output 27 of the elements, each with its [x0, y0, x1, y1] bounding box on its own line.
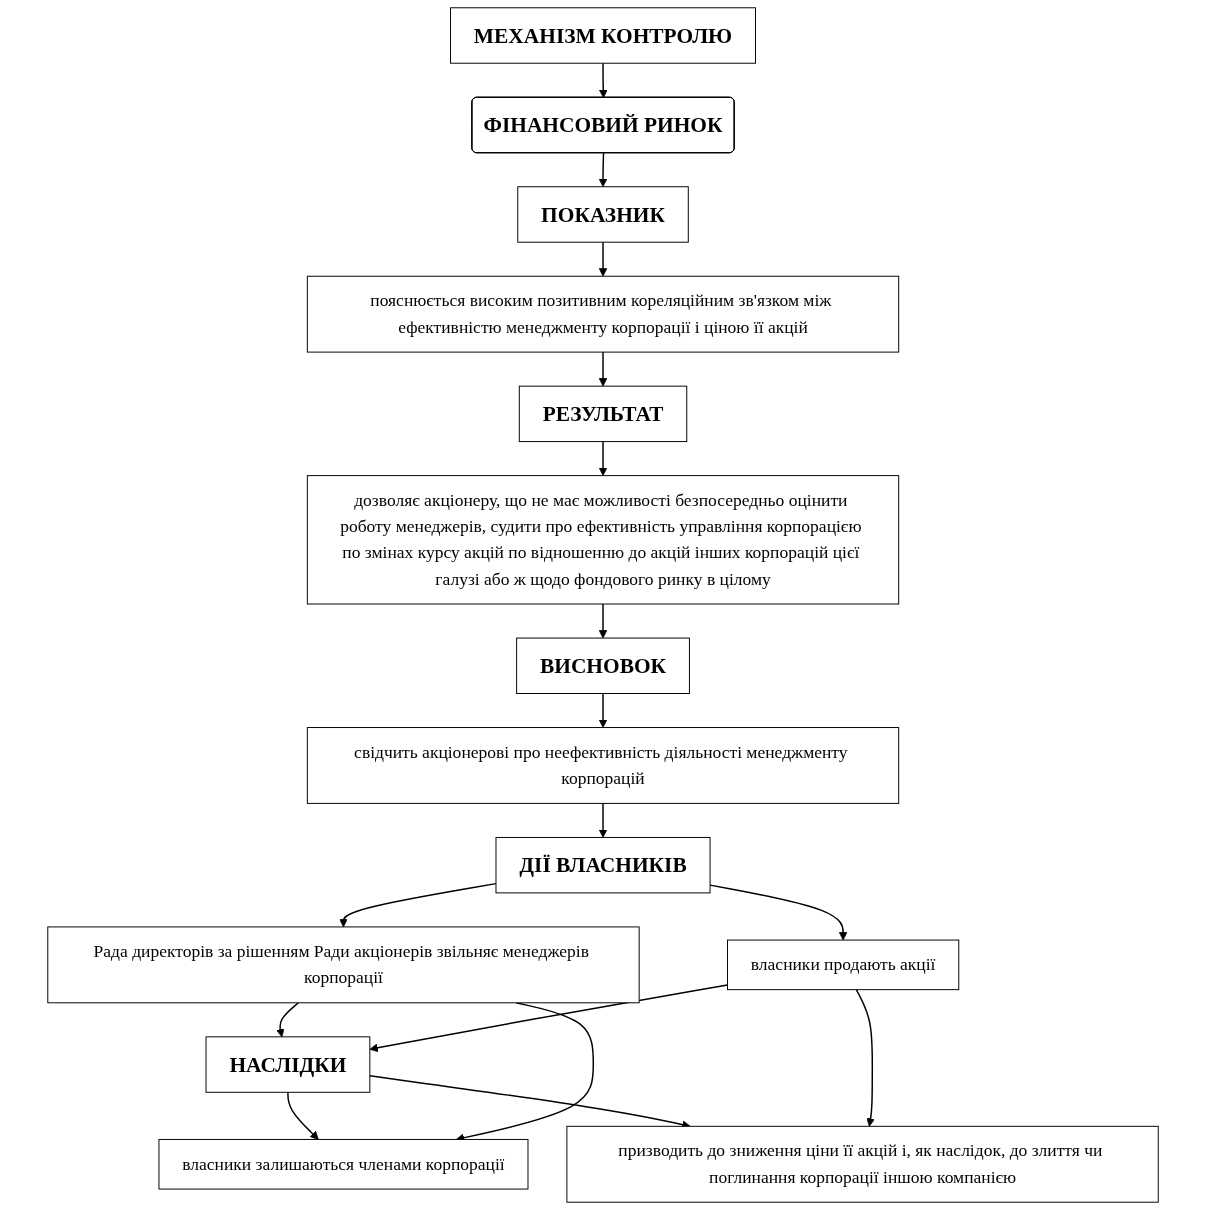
arrow [276, 1002, 300, 1038]
node-box: ДІЇ ВЛАСНИКІВ [495, 836, 711, 894]
arrow [598, 241, 608, 277]
node-box: свідчить акціонерові про неефективність діяльності менеджменту корпорацій [306, 727, 900, 804]
arrow [287, 1091, 319, 1140]
node-box: ПОКАЗНИК [517, 186, 689, 243]
arrow [598, 692, 608, 728]
node-box: власники залишаються членами корпорації [158, 1138, 529, 1190]
node-box: ВИСНОВОК [516, 637, 690, 694]
node-box: РЕЗУЛЬТАТ [518, 385, 688, 443]
arrow [709, 884, 848, 941]
node-box: пояснюється високим позитивним кореляційним зв'язком між ефективністю менеджменту корпорації і ціною її акцій [306, 275, 900, 353]
node-box: НАСЛІДКИ [205, 1036, 371, 1093]
node-box: МЕХАНІЗМ КОНТРОЛЮ [450, 7, 756, 64]
arrow [369, 984, 729, 1053]
arrow [855, 988, 875, 1127]
arrow [598, 351, 608, 387]
node-box: Рада директорів за рішенням Ради акціонерів звільняє менеджерів корпорації [47, 926, 640, 1004]
node-box: призводить до зниження ціни її акцій і, як наслідок, до злиття чи поглинання корпорації іншою компанією [566, 1125, 1159, 1203]
arrow [599, 62, 608, 99]
node-box: дозволяє акціонеру, що не має можливості безпосередньо оцінити роботу менеджерів, судити про ефективність управління корпорацією по змінах курсу акцій по відношенню до акцій інших корпорацій цієї галузі або ж щодо фондового ринку в цілому [306, 475, 900, 605]
arrow [598, 802, 608, 838]
arrow [598, 152, 608, 188]
arrow [339, 882, 497, 928]
node-box: власники продають акції [726, 939, 960, 991]
arrow [598, 603, 608, 639]
arrow [598, 440, 608, 476]
